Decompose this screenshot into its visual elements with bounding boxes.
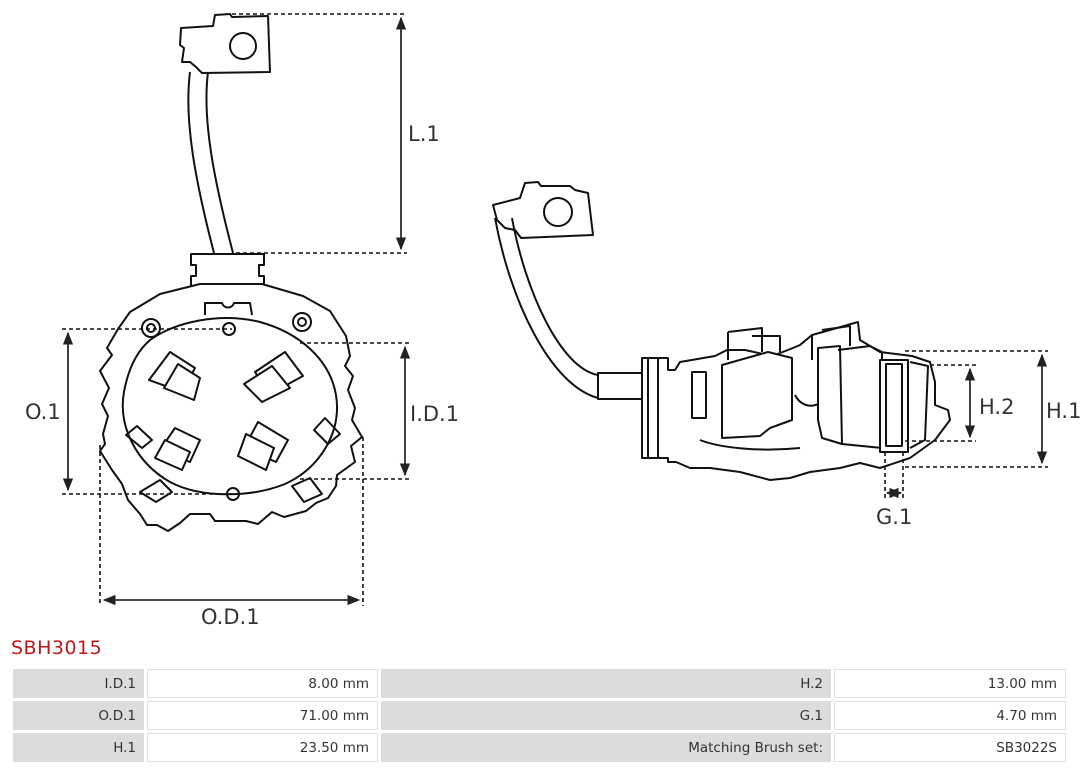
spec-value: SB3022S xyxy=(834,733,1066,762)
spec-label: H.2 xyxy=(381,669,831,698)
wire-sleeve xyxy=(190,253,265,287)
label-od1: O.D.1 xyxy=(201,605,260,629)
brush-box-lower-left xyxy=(154,427,201,471)
spec-label: Matching Brush set: xyxy=(381,733,831,762)
spec-value: 8.00 mm xyxy=(147,669,378,698)
spec-value: 71.00 mm xyxy=(147,701,378,730)
mount-hole-right xyxy=(292,312,312,332)
brush-box-lower-right xyxy=(237,421,289,471)
dimension-lines xyxy=(62,13,1048,606)
lead-wire-side xyxy=(494,217,599,399)
spec-label: H.1 xyxy=(13,733,144,762)
brush-plate-outline xyxy=(99,283,363,532)
brush-box-upper-right xyxy=(243,351,304,403)
spec-label: I.D.1 xyxy=(13,669,144,698)
terminal-tab-side xyxy=(492,181,594,239)
label-id1: I.D.1 xyxy=(410,402,459,426)
terminal-hole xyxy=(229,32,257,60)
brush-holder-top-view xyxy=(99,13,363,532)
commutator-opening xyxy=(121,317,338,496)
brush-holder-box-2 xyxy=(817,345,843,445)
technical-drawing: L.1 O.1 I.D.1 O.D.1 H.1 H.2 G.1 xyxy=(25,13,1080,629)
terminal-hole-side xyxy=(543,197,573,227)
label-g1: G.1 xyxy=(876,505,912,529)
label-h2: H.2 xyxy=(979,395,1014,419)
spec-value: 4.70 mm xyxy=(834,701,1066,730)
part-number-title: SBH3015 xyxy=(11,637,103,659)
label-h1: H.1 xyxy=(1046,399,1080,423)
spec-label: G.1 xyxy=(381,701,831,730)
brush xyxy=(879,359,909,453)
lead-wire xyxy=(187,71,215,254)
table-row: O.D.1 71.00 mm G.1 4.70 mm xyxy=(13,701,1066,730)
table-row: I.D.1 8.00 mm H.2 13.00 mm xyxy=(13,669,1066,698)
brush-holder-box-1 xyxy=(721,351,793,439)
specifications-table: I.D.1 8.00 mm H.2 13.00 mm O.D.1 71.00 m… xyxy=(10,666,1069,765)
label-l1: L.1 xyxy=(408,122,440,146)
spec-label: O.D.1 xyxy=(13,701,144,730)
label-o1: O.1 xyxy=(25,400,61,424)
table-row: H.1 23.50 mm Matching Brush set: SB3022S xyxy=(13,733,1066,762)
spec-value: 13.00 mm xyxy=(834,669,1066,698)
housing-side xyxy=(641,321,951,481)
brush-box-upper-left xyxy=(148,351,201,401)
brush-holder-side-view xyxy=(492,181,951,481)
spec-value: 23.50 mm xyxy=(147,733,378,762)
wire-sleeve-side xyxy=(597,372,643,400)
mount-hole-left xyxy=(141,318,161,338)
